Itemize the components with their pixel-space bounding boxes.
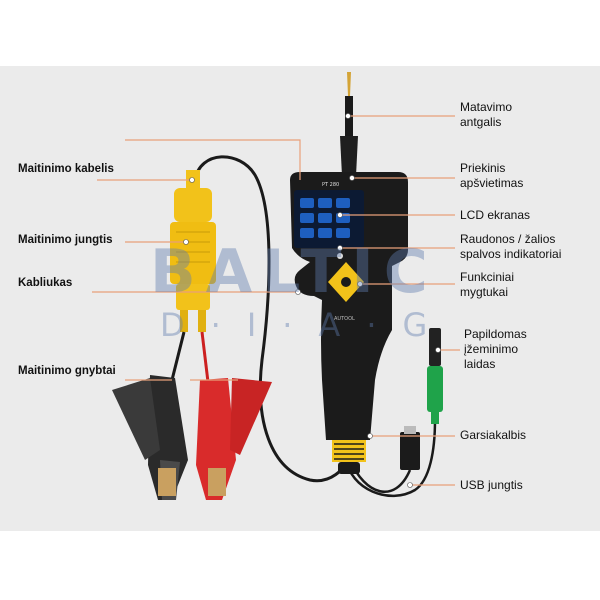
leader-lines bbox=[92, 115, 460, 486]
power-cable bbox=[193, 155, 352, 483]
label-ground-wire: Papildomas įžeminimo laidas bbox=[464, 327, 527, 371]
watermark-sub: D·I·A·G bbox=[160, 306, 454, 344]
label-power-connector: Maitinimo jungtis bbox=[18, 234, 113, 246]
tester-body bbox=[290, 172, 408, 474]
red-clamp bbox=[196, 378, 272, 500]
brand-name: AUTOOL bbox=[334, 316, 355, 322]
model-name: PT 280 bbox=[322, 182, 340, 188]
watermark-word: BALTIC bbox=[150, 237, 438, 307]
label-indicators: Raudonos / žalios spalvos indikatoriai bbox=[460, 232, 562, 261]
label-power-cable: Maitinimo kabelis bbox=[18, 163, 114, 175]
black-clamp bbox=[112, 375, 188, 500]
power-connector bbox=[170, 170, 216, 332]
label-probe-tip: Matavimo antgalis bbox=[460, 100, 513, 129]
label-hook: Kabliukas bbox=[18, 277, 73, 289]
label-lcd-screen: LCD ekranas bbox=[460, 208, 531, 222]
label-front-light: Priekinis apšvietimas bbox=[460, 161, 524, 190]
usb-plug bbox=[400, 426, 420, 470]
probe-tip bbox=[340, 72, 358, 176]
label-power-clamps: Maitinimo gnybtai bbox=[18, 365, 116, 377]
label-usb-port: USB jungtis bbox=[460, 478, 523, 492]
label-speaker: Garsiakalbis bbox=[460, 428, 527, 442]
ground-plug bbox=[427, 328, 443, 424]
label-function-buttons: Funkciniai mygtukai bbox=[460, 270, 515, 299]
ground-wire bbox=[344, 419, 437, 498]
